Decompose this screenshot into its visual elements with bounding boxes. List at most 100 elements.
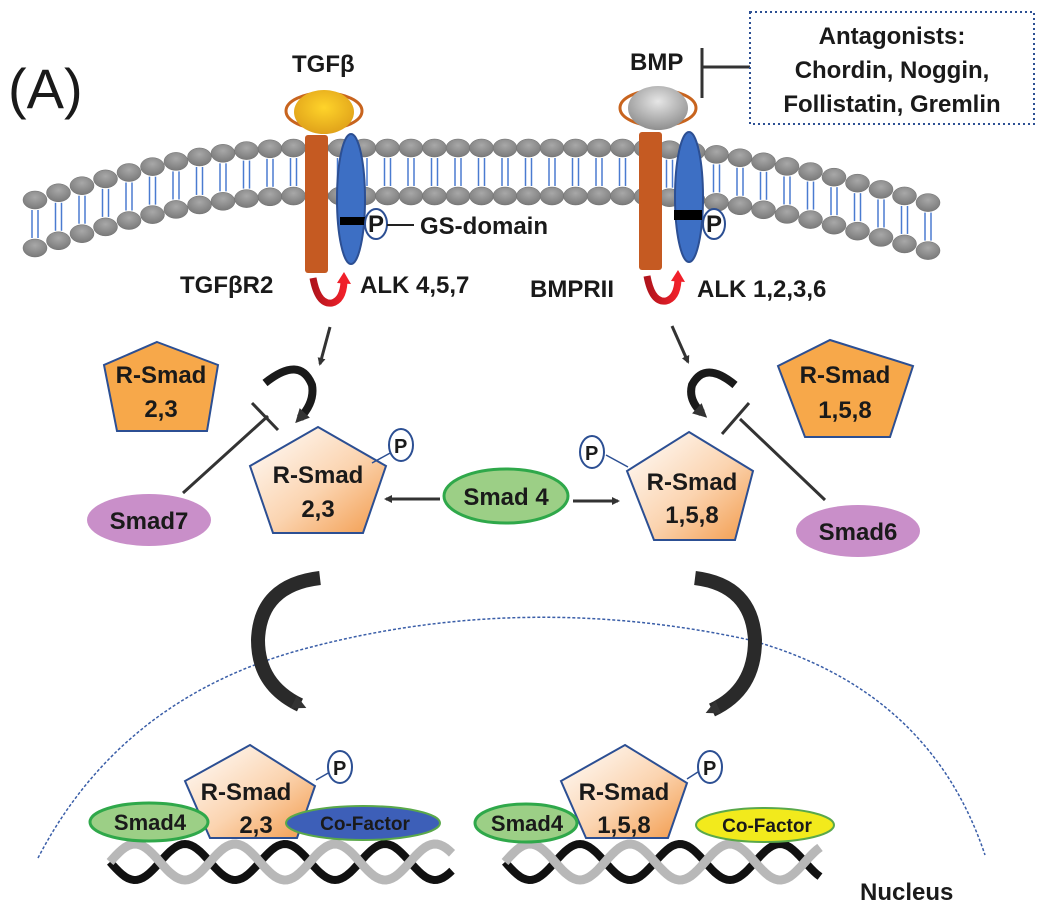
- antagonists-title: Antagonists:: [819, 23, 966, 50]
- gs-domain-label: GS-domain: [420, 213, 548, 240]
- alk-receptor-right: [674, 131, 704, 263]
- alk-receptor-left: [336, 133, 366, 265]
- lipid-head: [281, 186, 306, 206]
- nuclear-smad4-left: [88, 801, 210, 843]
- phospho-label: P: [368, 211, 384, 238]
- lipid-head: [798, 210, 823, 229]
- cofactor-left-label: Co-Factor: [320, 814, 410, 835]
- lipid-head: [445, 138, 471, 158]
- lipid-head: [422, 138, 447, 158]
- lipid-head: [375, 138, 400, 158]
- lipid-head: [69, 176, 95, 195]
- gs-domain-right: [674, 210, 702, 220]
- alk-left-label: ALK 4,5,7: [360, 272, 469, 299]
- lipid-head: [516, 138, 541, 158]
- gs-domain-left: [340, 217, 365, 225]
- rsmad-158-active-line1: R-Smad: [647, 469, 738, 496]
- nuclear-smad4-right-label: Smad4: [491, 811, 564, 836]
- nuclear-rsmad-158-line2: 1,5,8: [597, 812, 650, 839]
- lipid-head: [704, 145, 729, 164]
- phospho-label: P: [585, 443, 598, 465]
- lipid-head: [868, 228, 894, 247]
- smad7-label: Smad7: [110, 508, 189, 535]
- cell-membrane: [22, 138, 941, 260]
- lipid-head: [563, 138, 588, 158]
- smad4-label: Smad 4: [463, 484, 549, 511]
- phospho-icon: [579, 435, 605, 469]
- lipid-head: [116, 163, 142, 182]
- lipid-head: [539, 138, 565, 158]
- smad6-inhibition-line: [738, 417, 827, 502]
- antagonists-line1: Chordin, Noggin,: [795, 57, 990, 84]
- lipid-head: [163, 200, 189, 219]
- phosphorylation-curve-left: [262, 365, 317, 424]
- translocation-arrow-right: [693, 571, 763, 717]
- rsmad-23-active-line1: R-Smad: [273, 462, 364, 489]
- rsmad-158-inactive-line1: R-Smad: [800, 362, 891, 389]
- phospho-icon: [697, 750, 723, 784]
- rsmad-23-inactive: R-Smad 2,3: [102, 340, 220, 432]
- lipid-head: [469, 138, 494, 158]
- cofactor-right: [695, 807, 835, 843]
- bmp-ligand: [628, 86, 688, 130]
- lipid-head: [610, 138, 635, 158]
- smad6-node: [796, 505, 920, 557]
- lipid-head: [375, 186, 400, 206]
- antagonists-box: Antagonists: Chordin, Noggin, Follistati…: [749, 11, 1035, 125]
- tgfb-ligand: [294, 90, 354, 134]
- lipid-head: [234, 141, 259, 160]
- lipid-head: [445, 186, 471, 206]
- antagonists-line2: Follistatin, Gremlin: [783, 91, 1000, 118]
- nuclear-envelope: [37, 616, 986, 859]
- bmprii-receptor: [639, 132, 662, 270]
- lipid-head: [422, 186, 447, 206]
- lipid-head: [69, 224, 95, 243]
- phospho-label: P: [706, 211, 722, 238]
- cofactor-left: [285, 805, 441, 841]
- dna-strand: [107, 839, 455, 885]
- lipid-head: [563, 186, 588, 206]
- lipid-head: [868, 180, 894, 199]
- lipid-head: [774, 205, 800, 224]
- nuclear-complex-tgfb: R-Smad 2,3 P Smad4 Co-Factor: [88, 743, 441, 843]
- smad4-node: [442, 467, 570, 525]
- lipid-head: [727, 148, 753, 168]
- lipid-head: [915, 193, 941, 212]
- lipid-head: [398, 138, 424, 158]
- transphosphorylation-arrow-left: [309, 277, 348, 307]
- lipid-head: [751, 200, 776, 220]
- nuclear-smad4-right: [473, 802, 579, 844]
- nuclear-rsmad-23-line1: R-Smad: [201, 779, 292, 806]
- lipid-head: [187, 147, 212, 167]
- phospho-label: P: [703, 758, 716, 780]
- nucleus-label: Nucleus: [860, 879, 953, 906]
- lipid-head: [516, 186, 541, 206]
- lipid-head: [398, 186, 424, 206]
- dna-helix-left: [106, 839, 456, 885]
- lipid-head: [586, 186, 612, 206]
- rsmad-23-inactive-line2: 2,3: [144, 396, 177, 423]
- rsmad-23-inactive-line1: R-Smad: [116, 362, 207, 389]
- lipid-head: [93, 169, 118, 189]
- dna-helix-right: [501, 839, 823, 885]
- phospho-label: P: [333, 758, 346, 780]
- lipid-head: [915, 241, 941, 260]
- lipid-head: [257, 139, 283, 159]
- panel-label: (A): [8, 57, 83, 120]
- transphosphorylation-arrow-right: [643, 275, 682, 305]
- translocation-arrow-left: [250, 571, 321, 712]
- lipid-head: [116, 211, 142, 230]
- dna-strand: [106, 839, 456, 885]
- lipid-head: [281, 138, 306, 158]
- nuclear-rsmad-158-line1: R-Smad: [579, 779, 670, 806]
- lipid-head: [140, 205, 165, 224]
- lipid-head: [469, 186, 494, 206]
- lipid-head: [257, 187, 283, 207]
- arrow-receptor-to-smad-left: [317, 326, 332, 366]
- smad7-node: [87, 494, 211, 546]
- rsmad-23-active: R-Smad 2,3 P: [248, 425, 414, 534]
- lipid-head: [821, 215, 847, 235]
- lipid-head: [210, 192, 236, 211]
- lipid-head: [845, 173, 870, 193]
